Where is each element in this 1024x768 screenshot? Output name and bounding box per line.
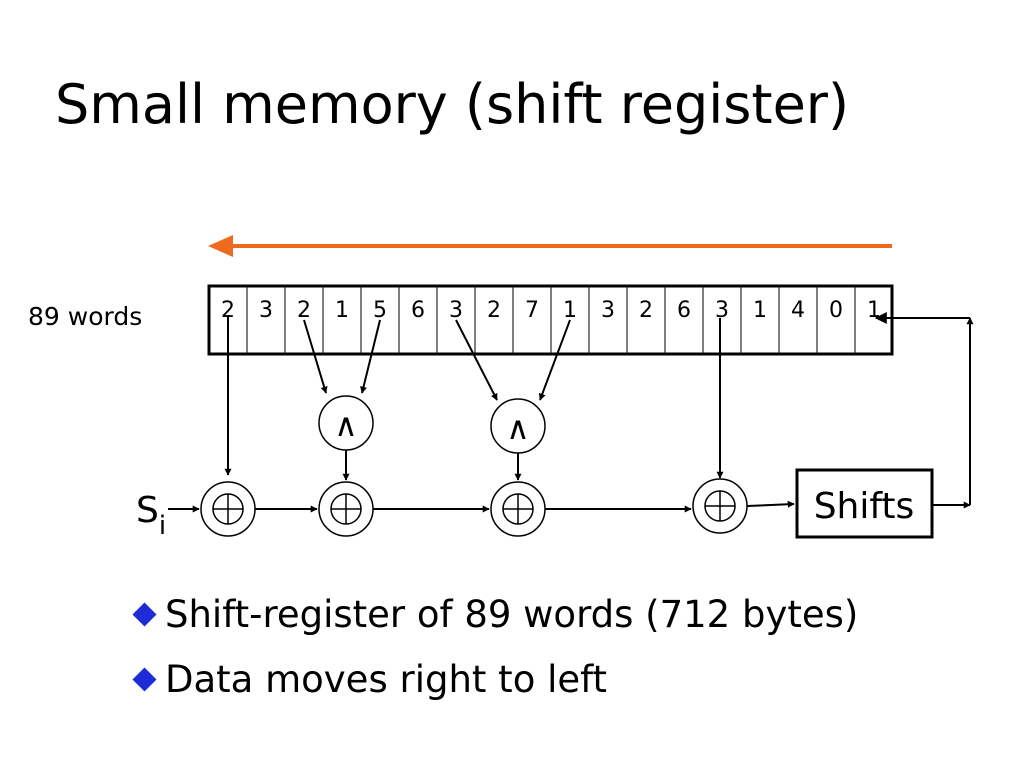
slide-title: Small memory (shift register) [55, 73, 850, 136]
xor-gate-4 [692, 478, 748, 534]
register-cell: 2 [221, 298, 235, 323]
register-cell: 2 [639, 298, 653, 323]
diamond-bullet-icon [132, 666, 157, 692]
shifts-box: Shifts [795, 468, 934, 539]
and-gate-2: ∧ [490, 398, 546, 454]
register-cell: 0 [829, 298, 843, 323]
register-cell: 2 [487, 298, 501, 323]
bullet-text: Shift-register of 89 words (712 bytes) [165, 592, 859, 636]
register-size-label: 89 words [28, 302, 143, 331]
register-cell: 7 [525, 298, 539, 323]
register-cell: 4 [791, 298, 805, 323]
bullet-item: Data moves right to left [130, 657, 858, 701]
register-cell: 3 [715, 298, 729, 323]
bullet-list: Shift-register of 89 words (712 bytes) D… [130, 592, 858, 722]
register-cell: 3 [449, 298, 463, 323]
svg-text:Shifts: Shifts [814, 486, 915, 527]
input-label: Si [136, 490, 166, 541]
register-cell: 1 [563, 298, 577, 323]
diamond-bullet-icon [132, 601, 157, 627]
bullet-text: Data moves right to left [165, 657, 608, 701]
svg-text:∧: ∧ [334, 406, 357, 444]
register-cell: 1 [335, 298, 349, 323]
svg-text:∧: ∧ [506, 409, 529, 447]
xor-gate-1 [200, 481, 256, 537]
register-cell: 6 [411, 298, 425, 323]
register-cell: 6 [677, 298, 691, 323]
register-cell: 1 [867, 298, 881, 323]
bullet-item: Shift-register of 89 words (712 bytes) [130, 592, 858, 636]
register-cell: 2 [297, 298, 311, 323]
xor-gate-2 [318, 481, 374, 537]
register-cell: 3 [601, 298, 615, 323]
register-cell: 3 [259, 298, 273, 323]
and-gate-1: ∧ [318, 395, 374, 451]
xor-gate-3 [490, 481, 546, 537]
direction-arrow [208, 235, 892, 257]
register-cell: 1 [753, 298, 767, 323]
register-cell: 5 [373, 298, 387, 323]
